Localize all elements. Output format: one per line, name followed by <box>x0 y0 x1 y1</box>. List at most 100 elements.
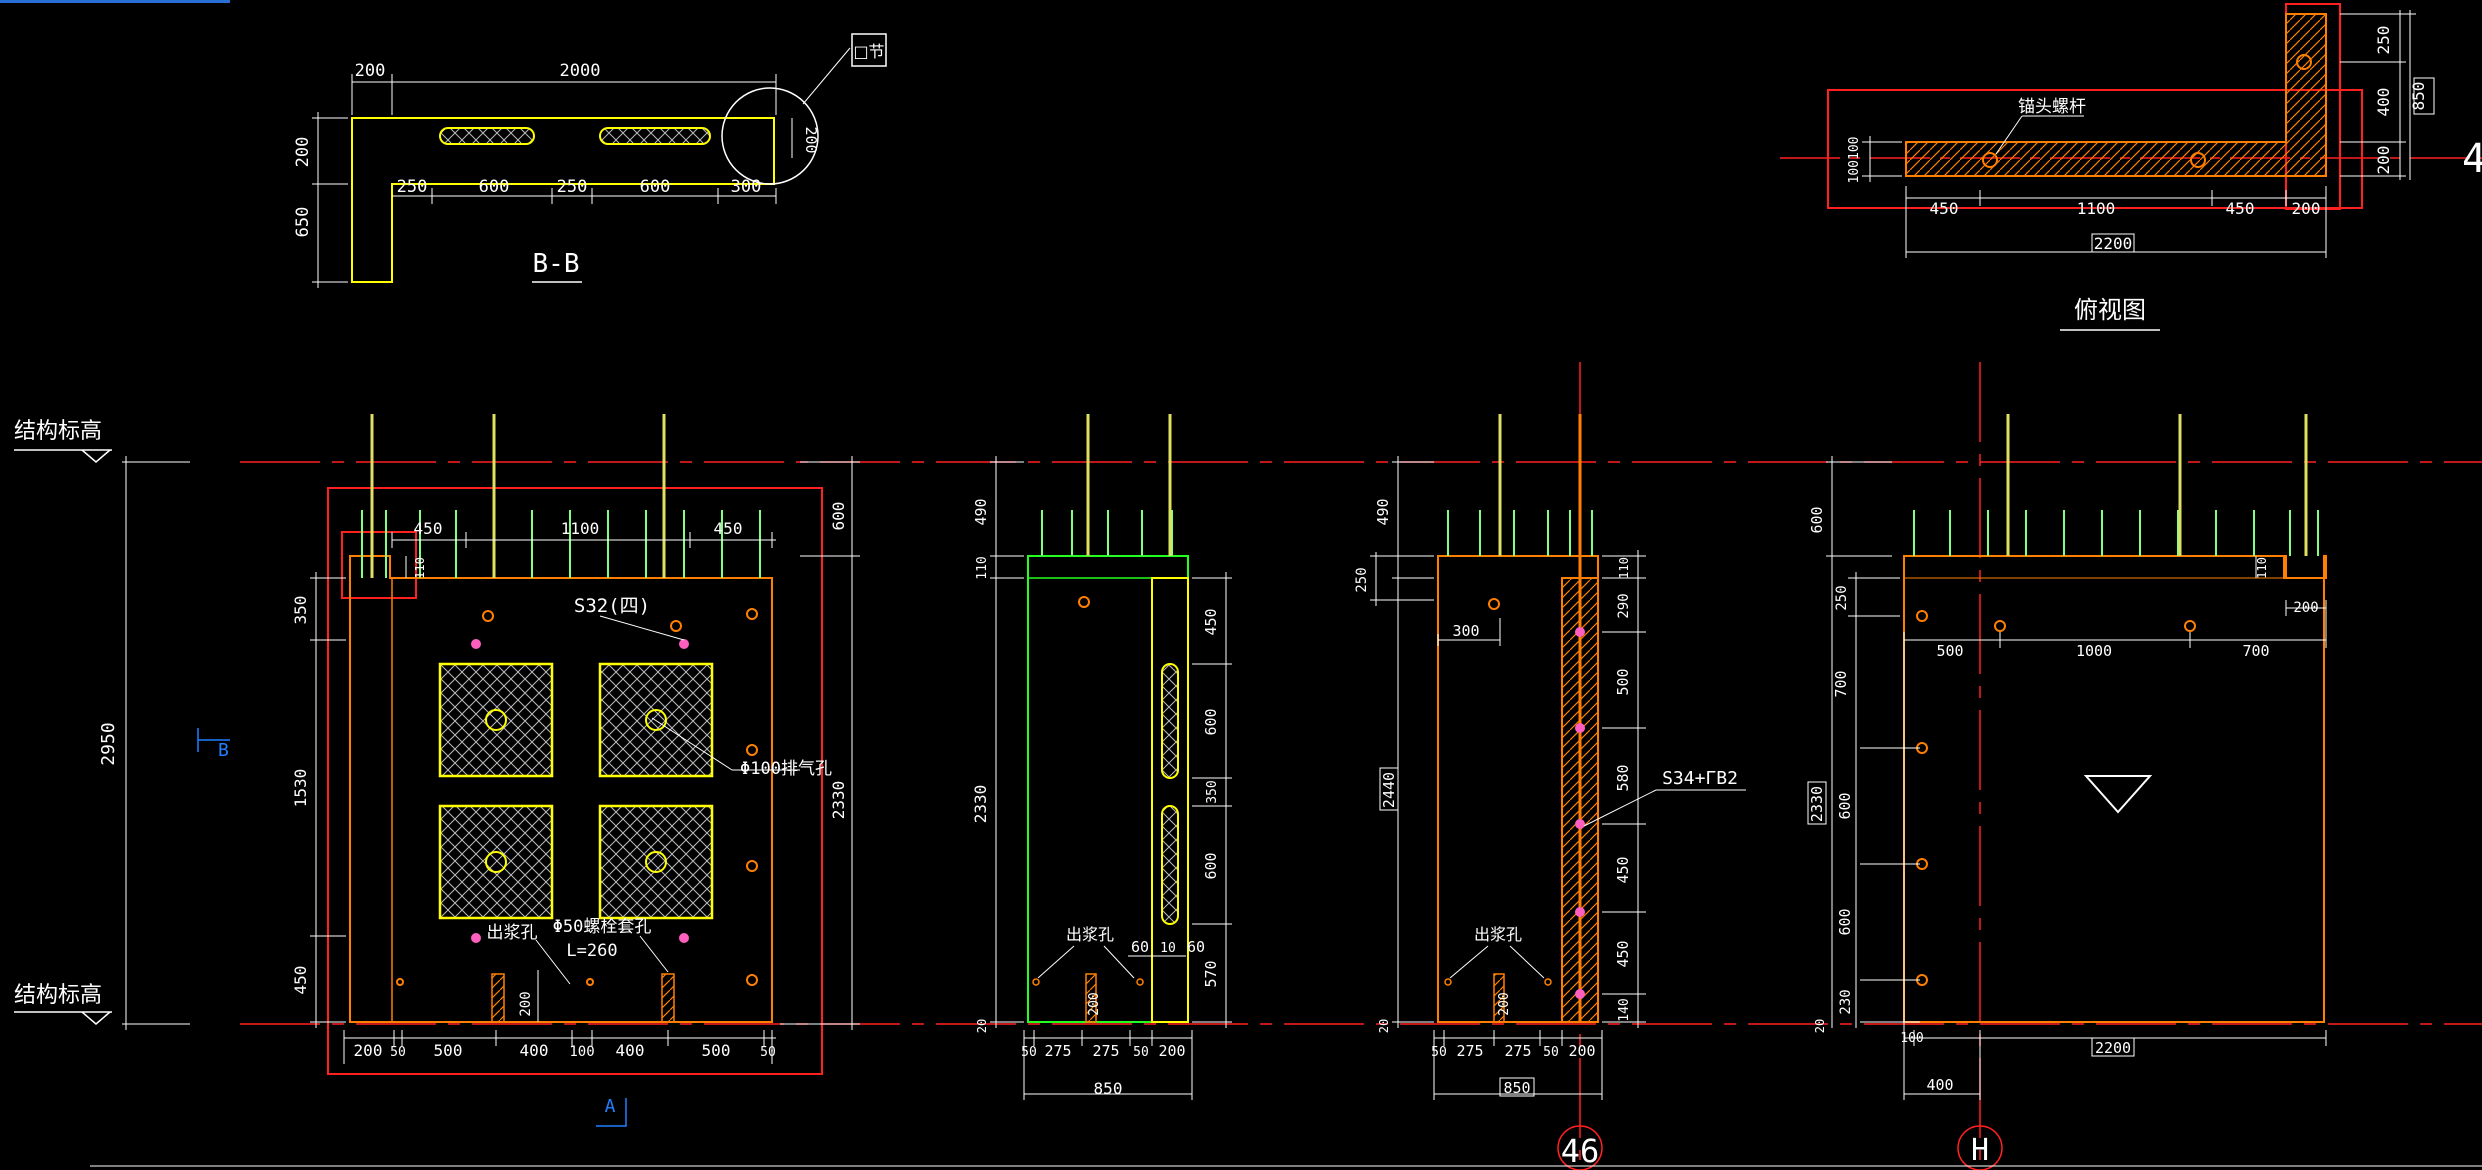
v2-dim-20: 20 <box>975 1019 989 1033</box>
v3-dim-200v: 200 <box>1497 992 1512 1015</box>
struct-elev-bottom: 结构标高 <box>14 983 102 1008</box>
section-mark-a: A <box>605 1096 616 1117</box>
v1-s32-label: S32(四) <box>574 595 650 617</box>
bb-dim-250b: 250 <box>557 177 588 197</box>
v4-dim-200: 200 <box>2293 600 2318 616</box>
v3-dim-500: 500 <box>1614 668 1632 695</box>
v1-dim-200: 200 <box>354 1041 383 1060</box>
v4-dim-500: 500 <box>1936 642 1963 660</box>
v3-dim-450a: 450 <box>1614 856 1632 883</box>
v1-dim-50a: 50 <box>390 1045 406 1060</box>
v1-dim-500a: 500 <box>434 1041 463 1060</box>
v3-dim-300: 300 <box>1452 622 1479 640</box>
v3-dim-200: 200 <box>1568 1042 1595 1060</box>
v1-dim-50b: 50 <box>760 1045 776 1060</box>
bb-dim-250a: 250 <box>397 177 428 197</box>
v3-dim-50: 50 <box>1431 1045 1447 1060</box>
view-1-front-elevation: S32(四) Φ100排气孔 Φ50螺栓套孔 L=260 出浆孔 450 110… <box>197 414 860 1127</box>
v2-dim-60a: 60 <box>1131 938 1149 956</box>
v2-dim-200: 200 <box>1158 1042 1185 1060</box>
v1-dim-500b: 500 <box>702 1041 731 1060</box>
section-bb-title: B-B <box>533 249 580 279</box>
view-4-long-elevation: 600 250 700 2330 600 600 230 20 500 1000… <box>1807 414 2327 1170</box>
v3-s34-label: S34+ΓB2 <box>1662 768 1738 789</box>
v2-dim-50b: 50 <box>1133 1045 1149 1060</box>
v1-l260-label: L=260 <box>566 941 617 961</box>
v2-dim-200v: 200 <box>1087 992 1102 1015</box>
v1-dim-400b: 400 <box>616 1041 645 1060</box>
bb-dim-300: 300 <box>731 177 762 197</box>
struct-elev-top: 结构标高 <box>14 419 102 444</box>
plan-dim-250: 250 <box>2374 26 2393 55</box>
v2-dim-600b: 600 <box>1202 852 1220 879</box>
v3-dim-2440: 2440 <box>1380 772 1398 808</box>
v2-dim-2330: 2330 <box>971 785 990 824</box>
reference-lines <box>240 362 2482 1160</box>
v4-dim-600: 600 <box>1808 506 1826 533</box>
v4-dim-600b: 600 <box>1836 908 1854 935</box>
v1-dim-2330: 2330 <box>829 781 848 820</box>
v4-dim-600a: 600 <box>1836 792 1854 819</box>
v1-dim-450-top: 450 <box>414 519 443 538</box>
v2-dim-450: 450 <box>1202 608 1220 635</box>
plan-title: 俯视图 <box>2074 296 2146 324</box>
v2-dim-10: 10 <box>1160 941 1176 956</box>
v2-dim-275a: 275 <box>1044 1042 1071 1060</box>
v4-dim-110: 110 <box>2255 557 2269 579</box>
v2-dim-50: 50 <box>1021 1045 1037 1060</box>
bb-dim-650: 650 <box>293 207 313 238</box>
v3-dim-275a: 275 <box>1456 1042 1483 1060</box>
v2-dim-110: 110 <box>975 556 990 579</box>
plan-anchor-note: 锚头螺杆 <box>2018 97 2086 117</box>
plan-dim-450a: 450 <box>1930 199 1959 218</box>
v2-dim-275b: 275 <box>1092 1042 1119 1060</box>
v4-dim-230: 230 <box>1838 989 1854 1014</box>
v1-phi100-label: Φ100排气孔 <box>740 759 832 779</box>
axis-4-label: 4 <box>2462 136 2482 182</box>
v4-dim-400: 400 <box>1926 1076 1953 1094</box>
v2-grout-hole-label: 出浆孔 <box>1066 925 1114 944</box>
plan-view: 锚头螺杆 250 400 200 850 100100 450 1100 450… <box>1780 3 2482 331</box>
v2-dim-600a: 600 <box>1202 708 1220 735</box>
v1-dim-450-top-right: 450 <box>714 519 743 538</box>
v4-dim-700h: 700 <box>2242 642 2269 660</box>
v2-dim-570: 570 <box>1202 960 1220 987</box>
bb-dim-200v: 200 <box>293 137 313 168</box>
v1-dim-450: 450 <box>291 966 310 995</box>
v3-dim-110: 110 <box>1617 557 1631 579</box>
v1-dim-1530: 1530 <box>291 769 310 808</box>
v3-dim-50b: 50 <box>1543 1045 1559 1060</box>
plan-dim-200b: 200 <box>2292 199 2321 218</box>
plan-dim-100: 100100 <box>1847 137 1862 184</box>
bb-dim-600b: 600 <box>640 177 671 197</box>
plan-dim-200: 200 <box>2374 146 2393 175</box>
plan-dim-2200: 2200 <box>2094 234 2133 253</box>
v3-dim-490: 490 <box>1374 498 1392 525</box>
view-2-side-elevation: 出浆孔 490 110 2330 20 450 600 350 600 570 … <box>971 414 1232 1100</box>
plan-dim-450b: 450 <box>2226 199 2255 218</box>
v4-dim-2200: 2200 <box>2095 1039 2131 1057</box>
v2-dim-60b: 60 <box>1187 938 1205 956</box>
v1-dim-400a: 400 <box>520 1041 549 1060</box>
v1-dim-350: 350 <box>291 596 310 625</box>
v4-dim-700: 700 <box>1832 670 1850 697</box>
v2-dim-490: 490 <box>972 498 990 525</box>
v1-dim-2950: 2950 <box>98 722 119 765</box>
v4-dim-250: 250 <box>1834 585 1850 610</box>
detail-tag: □节 <box>853 42 884 61</box>
v4-dim-1000: 1000 <box>2076 642 2112 660</box>
v4-dim-2330: 2330 <box>1808 786 1826 822</box>
v3-dim-20: 20 <box>1377 1019 1391 1033</box>
window-accent-bar <box>0 0 230 3</box>
bb-dim-2000: 2000 <box>560 61 601 81</box>
v3-dim-850: 850 <box>1503 1079 1530 1097</box>
v2-dim-350: 350 <box>1205 780 1220 803</box>
v1-dim-110: 110 <box>413 557 427 579</box>
v1-dim-600: 600 <box>829 502 848 531</box>
v4-dim-100: 100 <box>1900 1031 1923 1046</box>
plan-dim-1100: 1100 <box>2077 199 2116 218</box>
section-mark-b: B <box>218 740 229 761</box>
axis-46-label: 46 <box>1561 1132 1600 1170</box>
v1-grout-hole-label: 出浆孔 <box>487 923 538 943</box>
